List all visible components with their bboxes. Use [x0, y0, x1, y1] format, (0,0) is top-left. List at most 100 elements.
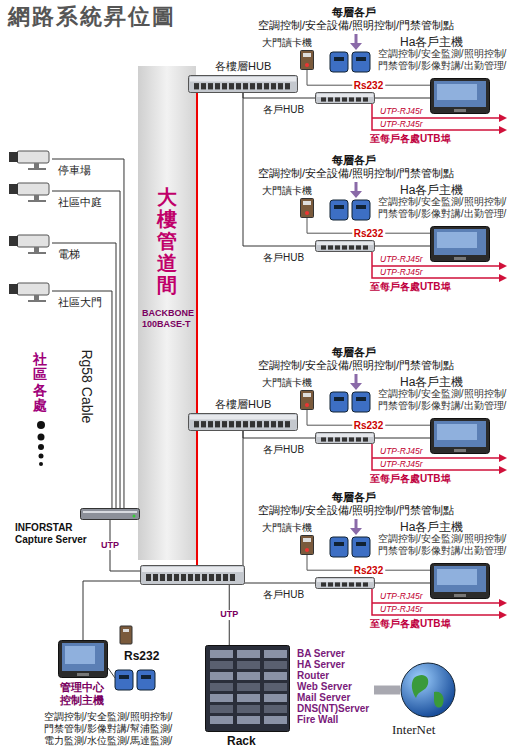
drawing-part: [278, 83, 283, 89]
drawing-part: [201, 83, 206, 89]
drawing-part: [355, 519, 358, 529]
connector-line: [375, 437, 430, 439]
node-text: Router: [297, 670, 329, 681]
drawing-part: [202, 574, 207, 581]
connector: [52, 243, 116, 508]
node-text: BACKBONE 100BASE-T: [142, 308, 196, 330]
drawing-part: [499, 454, 507, 462]
connector: [196, 431, 197, 565]
drawing-part: [236, 83, 241, 89]
drawing-part: [174, 574, 179, 581]
drawing-part: [356, 57, 366, 61]
drawing-part: [317, 579, 373, 582]
drawing-part: [83, 511, 137, 513]
note-label: UTP-RJ45r: [380, 119, 423, 129]
drawing-part: [437, 424, 477, 440]
floor-hub-shape: [188, 413, 298, 431]
drawing-part: [37, 421, 45, 429]
drawing-part: [133, 515, 136, 518]
drawing-part: [236, 421, 241, 427]
node-text: HA Server: [297, 659, 345, 670]
drawing-part: [9, 236, 18, 246]
card-reader-shape: [300, 50, 314, 70]
connector: [196, 93, 197, 565]
drawing-part: [431, 79, 490, 114]
node-text: 空調控制/安全監測/照明控制/門禁管制/影像對講/出勤管理/: [378, 48, 512, 72]
note-label: Rs232: [124, 649, 159, 663]
drawing-part: [321, 245, 326, 249]
drawing-part: [250, 83, 255, 89]
drawing-part: [499, 262, 507, 270]
drawing-part: [216, 574, 221, 581]
drawing-part: [356, 397, 366, 401]
drawing-part: [160, 574, 165, 581]
shaft-band: 大樓管道間BACKBONE 100BASE-T: [138, 66, 196, 560]
drawing-part: [355, 34, 358, 44]
camera: 電梯: [8, 232, 52, 254]
camera-shape: [8, 148, 52, 170]
camera: 社區大門: [8, 280, 52, 302]
node-text: 各戶HUB: [263, 104, 304, 116]
drawing-part: [454, 449, 466, 452]
node-text: 管理中心控制主機: [60, 681, 110, 707]
drawing-part: [222, 83, 227, 89]
connector-line: [375, 582, 430, 584]
unit-hub-shape: [315, 577, 375, 589]
note-label: 至每戶各處UTB埠: [370, 133, 451, 145]
capture-server: INFORSTAR Capture Server: [80, 508, 140, 520]
drawing-part: [271, 83, 276, 89]
note-label: 社區各處: [33, 352, 47, 414]
node-text: InterNet: [392, 722, 435, 738]
node-text: Ha各戶主機: [400, 520, 463, 534]
drawing-part: [223, 574, 228, 581]
drawing-part: [350, 383, 362, 390]
drawing-part: [141, 566, 245, 585]
note-label: UTP-RJ45r: [380, 446, 423, 456]
drawing-part: [77, 673, 89, 676]
drawing-part: [317, 242, 373, 245]
drawing-part: [350, 191, 362, 198]
drawing-part: [250, 421, 255, 427]
drawing-part: [38, 444, 44, 450]
internet-globe-shape: [400, 662, 456, 718]
drawing-part: [65, 646, 95, 664]
drawing-part: [317, 94, 373, 97]
drawing-part: [206, 646, 290, 732]
drawing-part: [363, 97, 368, 101]
drawing-part: [59, 641, 108, 678]
drawing-part: [264, 683, 287, 691]
drawing-part: [499, 274, 507, 282]
drawing-part: [330, 392, 348, 412]
edge-label: Rs232: [352, 565, 385, 576]
edge-label: Rs232: [352, 228, 385, 239]
unit-hub: 各戶HUB: [315, 432, 375, 444]
drawing-part: [301, 51, 314, 70]
drawing-part: [285, 421, 290, 427]
drawing-part: [434, 81, 486, 107]
connector-line: [196, 431, 198, 565]
drawing-part: [434, 692, 444, 708]
server-rack: BA ServerHA ServerRouterWeb ServerMail S…: [205, 645, 374, 745]
host-monitor-shape: [430, 78, 490, 114]
drawing-part: [335, 437, 340, 441]
drawing-part: [195, 574, 200, 581]
drawing-part: [355, 182, 358, 192]
drawing-part: [62, 643, 104, 671]
drawing-part: [356, 97, 361, 101]
unit-hub-shape: [315, 432, 375, 444]
drawing-part: [28, 252, 46, 254]
drawing-part: [209, 574, 214, 581]
node-text: 空調控制/安全監測/照明控制/門禁管制/影像對講/出勤管理/: [378, 388, 512, 412]
note-label: 每層各戶: [332, 491, 376, 504]
drawing-part: [334, 542, 344, 546]
drawing-part: [194, 83, 199, 89]
drawing-part: [120, 626, 132, 644]
floor-hub: 各樓層HUB: [188, 413, 298, 431]
drawing-part: [434, 229, 486, 255]
drawing-part: [328, 582, 333, 586]
drawing-part: [189, 414, 298, 431]
note-label: Rg58 Cable: [79, 349, 96, 423]
node-text: Web Server: [297, 681, 352, 692]
camera: 社區中庭: [8, 180, 52, 202]
